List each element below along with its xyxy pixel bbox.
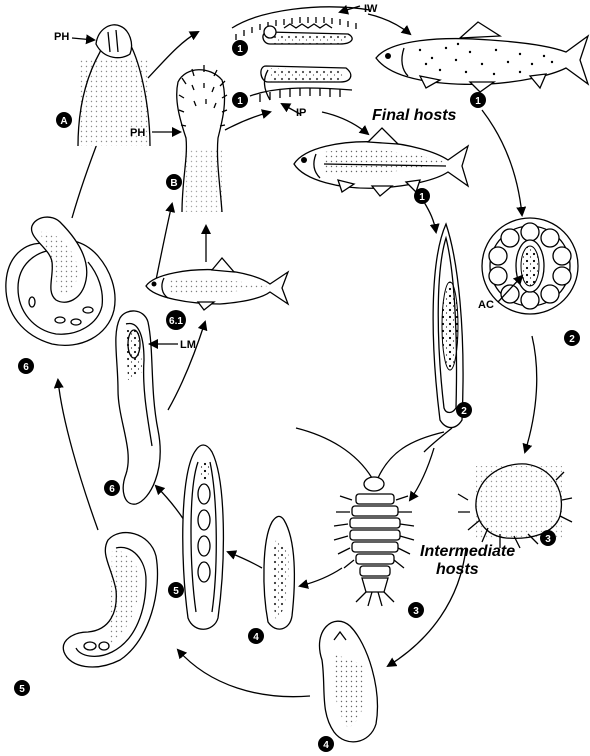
cycle-arrows <box>53 13 538 698</box>
svg-text:6: 6 <box>23 362 29 373</box>
caption-final-hosts: Final hosts <box>372 107 457 124</box>
marker-b: B <box>166 174 182 190</box>
label-ph-b: PH <box>130 127 145 139</box>
svg-text:1: 1 <box>237 96 243 107</box>
arrow-coiled-to-a <box>71 134 102 219</box>
label-ph-a: PH <box>54 31 69 43</box>
marker-four-large: 4 <box>318 736 334 752</box>
larva-6-straight <box>115 310 178 505</box>
egg-elongated <box>432 222 464 429</box>
arrow-b-to-ip <box>224 109 272 131</box>
larva-4-large <box>318 620 379 743</box>
arrow-larva4small-to-5 <box>226 550 263 569</box>
arrow-larva5-to-6 <box>154 484 185 521</box>
arrow-larva4-to-larva5 <box>176 648 311 698</box>
marker-one-trout: 1 <box>470 92 486 108</box>
egg-cells <box>481 217 579 315</box>
arrow-to-isopod <box>408 447 435 502</box>
label-lm: LM <box>180 339 196 351</box>
caption-intermediate-line1: Intermediate <box>420 543 515 560</box>
svg-text:1: 1 <box>475 96 481 107</box>
arrow-copepod-to-larva <box>386 547 467 668</box>
arrow-egg-to-copepod <box>522 335 538 454</box>
label-ip: IP <box>296 107 306 119</box>
larva-6-coiled <box>5 216 116 346</box>
svg-text:1: 1 <box>419 192 425 203</box>
svg-text:6: 6 <box>109 484 115 495</box>
arrow-isopod-to-larva <box>298 567 343 589</box>
svg-text:3: 3 <box>413 606 419 617</box>
arrow-trout-to-egg <box>481 109 527 217</box>
proboscis-b <box>152 65 228 213</box>
marker-two-egg-cell: 2 <box>564 330 580 346</box>
label-ac: AC <box>478 299 494 311</box>
svg-text:A: A <box>60 116 67 127</box>
larva-4-small <box>263 515 296 630</box>
trout-final-host <box>375 21 590 93</box>
arrow-to-trout <box>367 13 412 36</box>
svg-text:5: 5 <box>173 586 179 597</box>
marker-one-b: 1 <box>232 92 248 108</box>
arrow-to-fish <box>321 111 370 136</box>
marker-two-egg-long: 2 <box>456 402 472 418</box>
svg-text:4: 4 <box>323 740 329 751</box>
svg-text:3: 3 <box>545 534 551 545</box>
worm-head-a <box>71 24 151 147</box>
marker-five-curved: 5 <box>14 680 30 696</box>
marker-six-straight: 6 <box>104 480 120 496</box>
arrow-larva5-to-6coiled <box>53 378 99 531</box>
svg-text:6.1: 6.1 <box>169 316 183 327</box>
copepod-host <box>457 463 573 549</box>
svg-text:2: 2 <box>461 406 467 417</box>
marker-one-fish: 1 <box>414 188 430 204</box>
marker-five-mid: 5 <box>168 582 184 598</box>
svg-text:5: 5 <box>19 684 25 695</box>
marker-three-isopod: 3 <box>408 602 424 618</box>
svg-text:4: 4 <box>253 632 259 643</box>
fish-final-host <box>293 127 470 197</box>
isopod-host <box>295 427 445 607</box>
marker-three-copepod: 3 <box>540 530 556 546</box>
arrow-a-to-top <box>147 31 200 79</box>
numbered-markers: A B 1 1 1 1 2 2 <box>14 40 580 752</box>
caption-intermediate-line2: hosts <box>436 561 479 578</box>
marker-six-coiled: 6 <box>18 358 34 374</box>
svg-text:2: 2 <box>569 334 575 345</box>
marker-four-small: 4 <box>248 628 264 644</box>
intestine-penetration-ip <box>249 65 353 115</box>
svg-text:1: 1 <box>237 44 243 55</box>
arrow-larva6-to-fish <box>167 320 208 411</box>
label-iw: IW <box>364 3 378 15</box>
text-labels: PH PH IW IP AC LM Final hosts Intermedia… <box>54 3 515 578</box>
intestine-wall-iw <box>231 4 371 45</box>
marker-six-one: 6.1 <box>166 310 186 330</box>
larva-5-curved <box>62 531 159 668</box>
svg-text:B: B <box>170 178 177 189</box>
marker-a: A <box>56 112 72 128</box>
larva-5-middle <box>182 444 225 630</box>
arrow-egg-long-out <box>423 427 453 453</box>
fish-paratenic <box>145 256 290 311</box>
arrow-fish-to-egg <box>423 201 440 234</box>
marker-one-a: 1 <box>232 40 248 56</box>
